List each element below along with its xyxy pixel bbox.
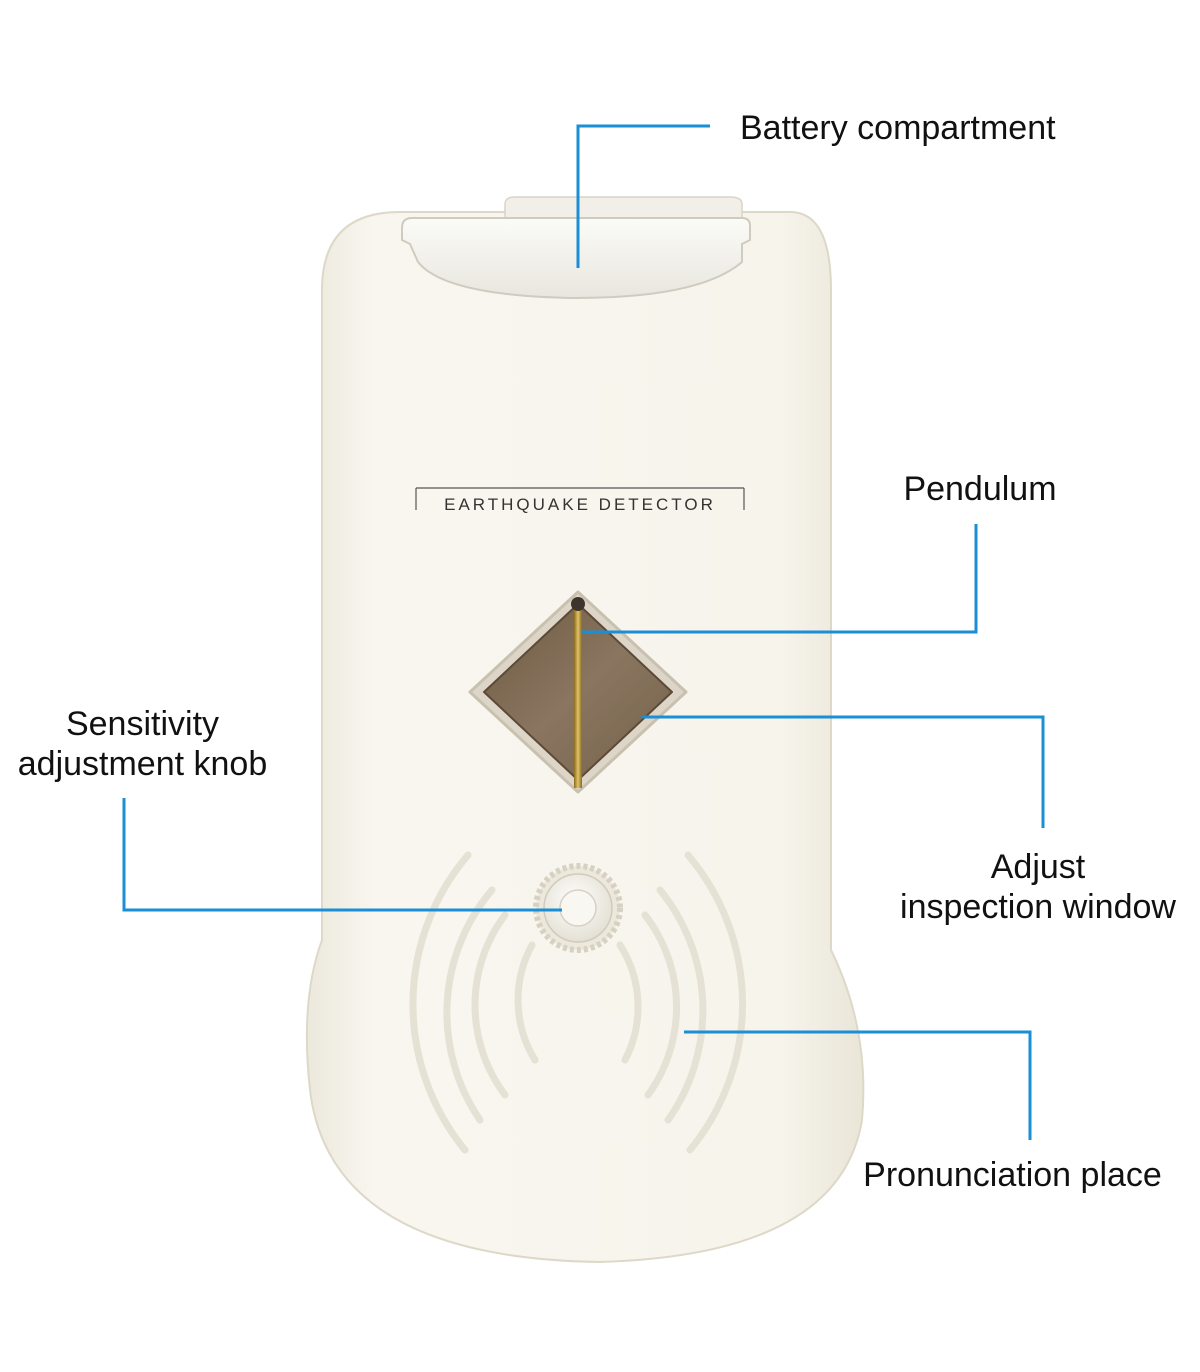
callout-pendulum: Pendulum [880,469,1080,509]
callout-battery-compartment: Battery compartment [740,108,1056,148]
callout-sensitivity-line1: Sensitivity [65,705,220,743]
sensitivity-leader [122,798,562,912]
callout-sensitivity-line2: adjustment knob [17,745,268,783]
brand-label: EARTHQUAKE DETECTOR [415,487,745,514]
sensitivity-knob [533,863,623,953]
callout-adjust-line1: Adjust [990,848,1086,886]
callout-battery-text: Battery compartment [740,109,1056,147]
callout-pronunciation-text: Pronunciation place [863,1156,1162,1194]
battery-leader [576,124,710,268]
window-leader [642,715,1045,828]
callout-adjust-line2: inspection window [900,888,1176,926]
callout-inspection-window: Adjust inspection window [878,847,1198,927]
battery-compartment-cover [401,196,751,300]
pronunciation-leader [684,1030,1032,1140]
pendulum-rod [574,602,582,788]
pendulum-leader [582,524,978,634]
leader-lines [122,124,1045,1140]
speaker-grille [409,851,747,1154]
inspection-window [468,590,688,794]
brand-text: EARTHQUAKE DETECTOR [444,495,716,514]
callout-pronunciation-place: Pronunciation place [840,1155,1185,1195]
callout-pendulum-text: Pendulum [903,470,1057,508]
callout-sensitivity-knob: Sensitivity adjustment knob [0,704,285,784]
